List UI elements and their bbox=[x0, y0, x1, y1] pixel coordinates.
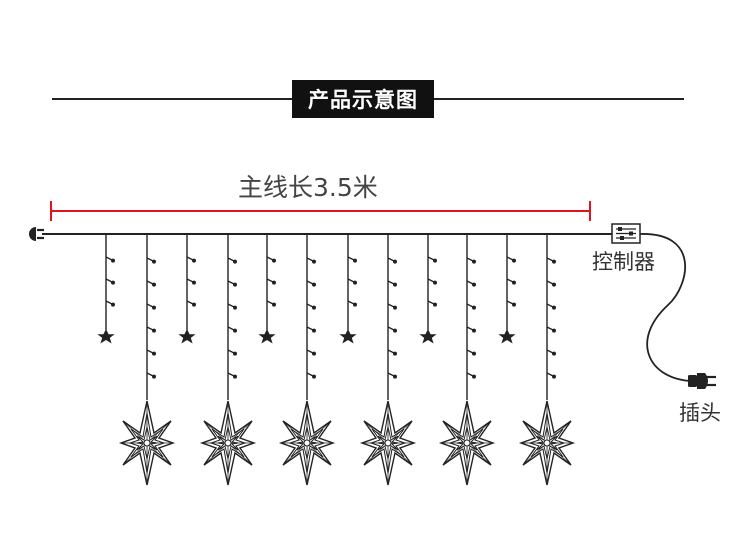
diagram-title: 产品示意图 bbox=[292, 80, 434, 118]
main-line-length-label: 主线长3.5米 bbox=[238, 173, 378, 202]
long-drop bbox=[280, 234, 334, 486]
short-drop bbox=[258, 234, 277, 344]
long-drop bbox=[201, 234, 255, 486]
north-star-icon bbox=[201, 400, 255, 486]
five-point-star-icon bbox=[339, 329, 357, 344]
title-rule-left bbox=[52, 98, 294, 100]
five-point-star-icon bbox=[258, 329, 276, 344]
controller-box-icon bbox=[611, 223, 641, 244]
controller-label: 控制器 bbox=[592, 250, 655, 274]
long-drop bbox=[120, 234, 174, 486]
plug-label: 插头 bbox=[679, 401, 721, 425]
north-star-icon bbox=[440, 400, 494, 486]
north-star-icon bbox=[280, 400, 334, 486]
input-connector-icon bbox=[29, 227, 44, 241]
long-drop bbox=[440, 234, 494, 486]
five-point-star-icon bbox=[498, 329, 516, 344]
five-point-star-icon bbox=[419, 329, 437, 344]
power-cable bbox=[639, 233, 691, 382]
short-drop bbox=[97, 234, 116, 344]
north-star-icon bbox=[361, 400, 415, 486]
short-drop bbox=[498, 234, 517, 344]
short-drop bbox=[339, 234, 358, 344]
five-point-star-icon bbox=[97, 329, 115, 344]
power-plug-icon bbox=[688, 373, 716, 389]
title-rule-right bbox=[432, 98, 684, 100]
main-line-length-dimension bbox=[50, 201, 591, 221]
long-drop bbox=[520, 234, 574, 486]
short-drop bbox=[178, 234, 197, 344]
five-point-star-icon bbox=[178, 329, 196, 344]
long-drop bbox=[361, 234, 415, 486]
north-star-icon bbox=[120, 400, 174, 486]
short-drop bbox=[419, 234, 438, 344]
north-star-icon bbox=[520, 400, 574, 486]
